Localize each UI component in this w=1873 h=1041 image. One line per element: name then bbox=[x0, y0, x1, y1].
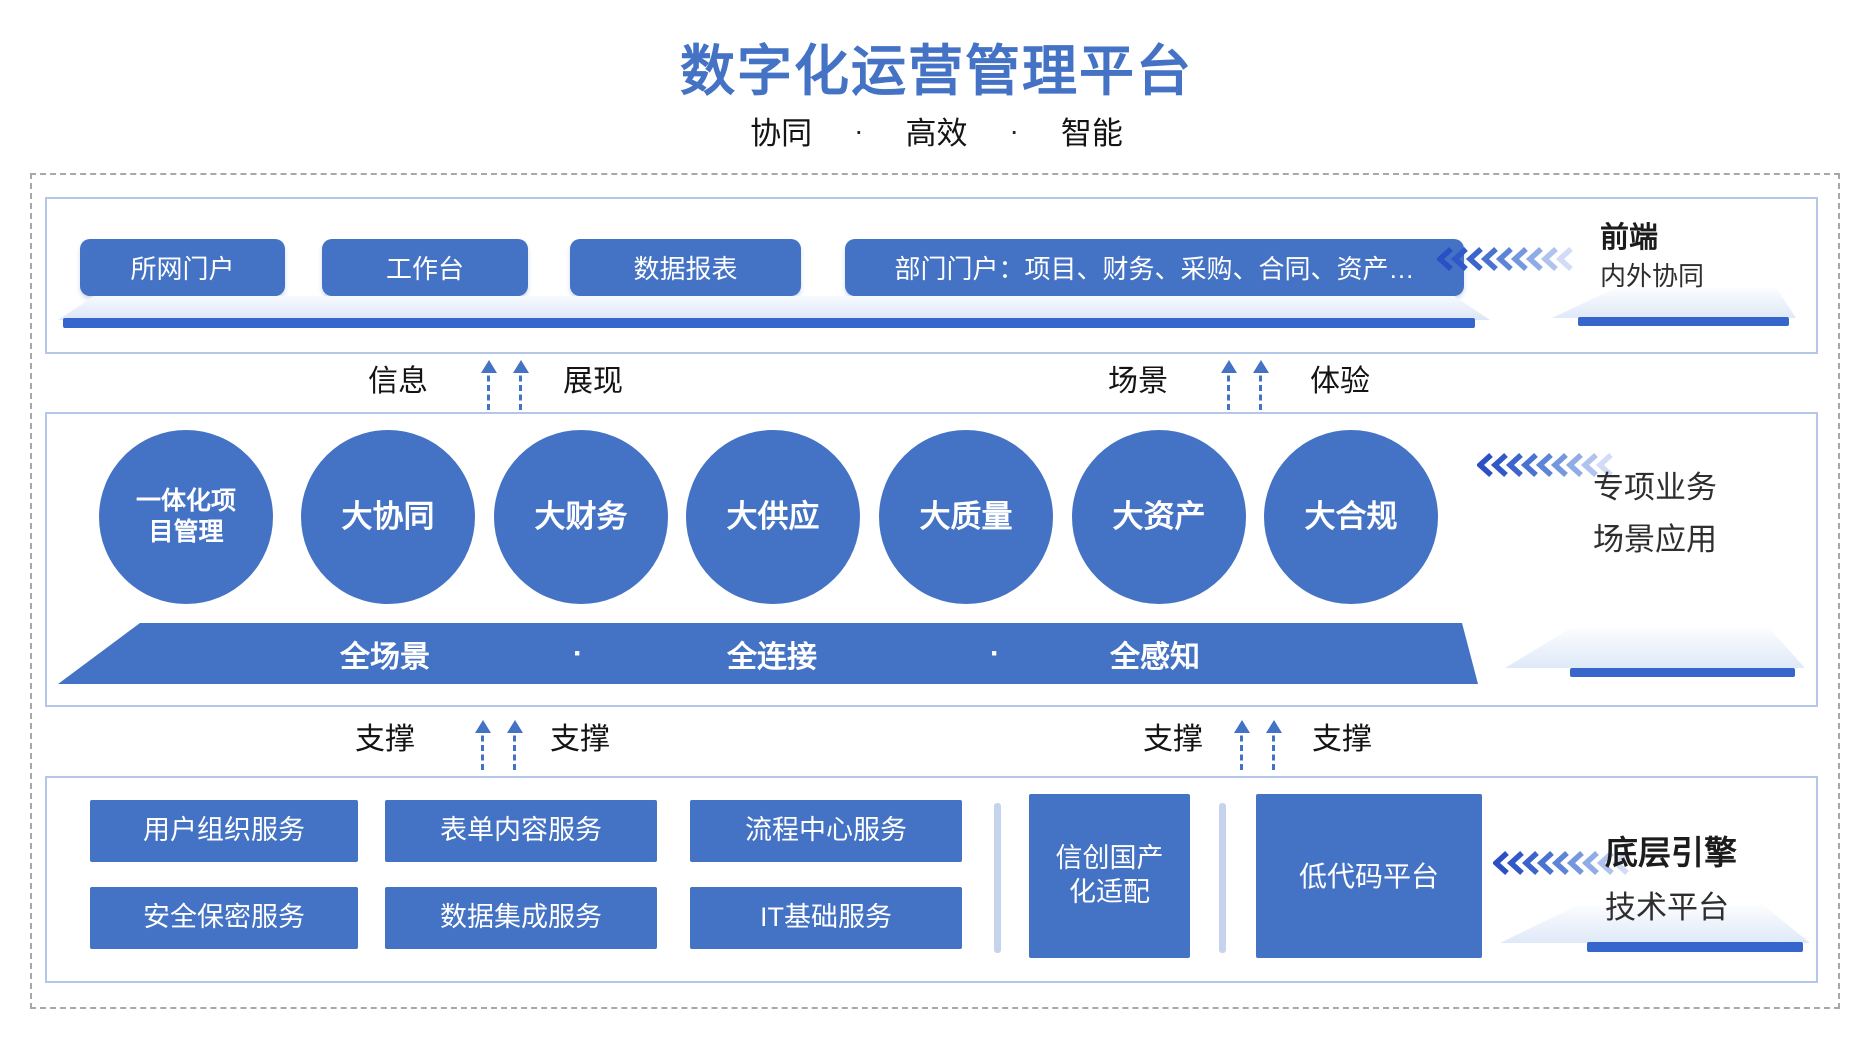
business-side-bar bbox=[1570, 668, 1795, 677]
connector-label-display: 展现 bbox=[563, 365, 623, 398]
business-circle-compliance: 大合规 bbox=[1264, 430, 1438, 604]
business-circle-finance: 大财务 bbox=[494, 430, 668, 604]
page-title: 数字化运营管理平台 bbox=[679, 40, 1193, 102]
connector-label-support: 支撑 bbox=[355, 723, 415, 756]
engine-side-subtitle: 技术平台 bbox=[1605, 890, 1729, 925]
business-circle-collaboration: 大协同 bbox=[301, 430, 475, 604]
xinchuang-adaptation-box: 信创国产 化适配 bbox=[1029, 794, 1190, 958]
service-box-it-basic: IT基础服务 bbox=[690, 887, 962, 949]
frontend-side-bar bbox=[1578, 317, 1789, 326]
business-circle-supply: 大供应 bbox=[686, 430, 860, 604]
frontend-platform-shape bbox=[58, 296, 1490, 320]
business-circle-quality: 大质量 bbox=[879, 430, 1053, 604]
business-side-title: 专项业务 bbox=[1593, 470, 1717, 505]
portal-box-reports: 数据报表 bbox=[570, 239, 801, 296]
banner-item-all-connect: 全连接 bbox=[727, 640, 817, 674]
up-arrow-icon bbox=[1266, 720, 1282, 770]
connector-label-support: 支撑 bbox=[1312, 723, 1372, 756]
connector-label-scene: 场景 bbox=[1108, 365, 1168, 398]
connector-label-support: 支撑 bbox=[1143, 723, 1203, 756]
up-arrow-icon bbox=[1221, 360, 1237, 410]
portal-box-intranet: 所网门户 bbox=[80, 239, 285, 296]
connector-label-experience: 体验 bbox=[1310, 365, 1370, 398]
chevrons-left-icon bbox=[1491, 850, 1634, 881]
business-banner: 全场景 · 全连接 · 全感知 bbox=[58, 623, 1478, 684]
frontend-platform-bar bbox=[63, 318, 1475, 328]
portal-box-workbench: 工作台 bbox=[322, 239, 528, 296]
subtitle-separator: · bbox=[854, 114, 864, 146]
vertical-divider bbox=[994, 803, 1001, 953]
chevrons-left-icon bbox=[1475, 452, 1618, 483]
connector-label-support: 支撑 bbox=[550, 723, 610, 756]
subtitle-part: 协同 bbox=[750, 116, 813, 151]
service-box-security: 安全保密服务 bbox=[90, 887, 358, 949]
up-arrow-icon bbox=[513, 360, 529, 410]
service-box-process-center: 流程中心服务 bbox=[690, 800, 962, 862]
outer-dashed-frame bbox=[30, 173, 1840, 1009]
up-arrow-icon bbox=[507, 720, 523, 770]
chevrons-left-icon bbox=[1435, 246, 1578, 277]
business-circle-assets: 大资产 bbox=[1072, 430, 1246, 604]
banner-separator: · bbox=[990, 636, 1000, 670]
subtitle-part: 高效 bbox=[905, 116, 968, 151]
subtitle-separator: · bbox=[1009, 114, 1019, 146]
business-side-subtitle: 场景应用 bbox=[1593, 522, 1717, 557]
up-arrow-icon bbox=[1253, 360, 1269, 410]
service-box-user-org: 用户组织服务 bbox=[90, 800, 358, 862]
banner-item-all-sense: 全感知 bbox=[1110, 640, 1200, 674]
frontend-side-title: 前端 bbox=[1600, 222, 1659, 254]
service-box-data-integration: 数据集成服务 bbox=[385, 887, 657, 949]
up-arrow-icon bbox=[1234, 720, 1250, 770]
subtitle-part: 智能 bbox=[1060, 116, 1123, 151]
engine-side-bar bbox=[1587, 942, 1803, 952]
up-arrow-icon bbox=[475, 720, 491, 770]
connector-label-info: 信息 bbox=[368, 365, 428, 398]
vertical-divider bbox=[1219, 803, 1226, 953]
page-subtitle: 协同 · 高效 · 智能 bbox=[0, 108, 1873, 153]
banner-separator: · bbox=[573, 636, 583, 670]
lowcode-platform-box: 低代码平台 bbox=[1256, 794, 1482, 958]
service-box-form-content: 表单内容服务 bbox=[385, 800, 657, 862]
engine-side-title: 底层引擎 bbox=[1605, 834, 1737, 871]
banner-item-all-scene: 全场景 bbox=[340, 640, 430, 674]
business-circle-integrated-pm: 一体化项 目管理 bbox=[99, 430, 273, 604]
frontend-side-subtitle: 内外协同 bbox=[1600, 261, 1705, 291]
portal-box-departments: 部门门户：项目、财务、采购、合同、资产… bbox=[845, 239, 1464, 296]
up-arrow-icon bbox=[481, 360, 497, 410]
